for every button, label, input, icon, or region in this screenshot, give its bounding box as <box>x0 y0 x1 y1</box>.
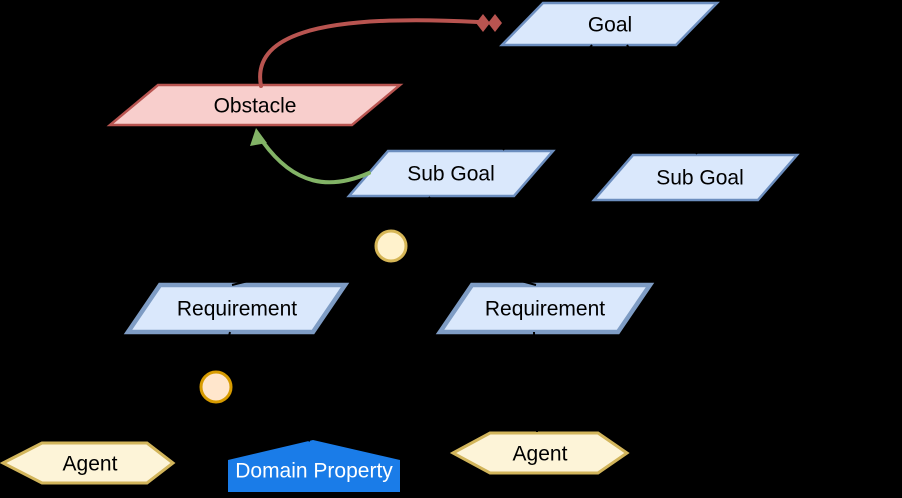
connector-junction-agent-left[interactable] <box>86 386 217 441</box>
agent-left-label: Agent <box>63 453 118 476</box>
goal-node[interactable] <box>499 1 720 47</box>
requirement-right-label: Requirement <box>485 298 605 321</box>
requirement-left-node[interactable] <box>123 282 350 335</box>
obstruction-diamond-head-1 <box>476 14 490 32</box>
obstruction-edge[interactable] <box>258 14 502 88</box>
subgoal-left-label: Sub Goal <box>407 163 495 186</box>
domain-property-label: Domain Property <box>235 460 393 483</box>
junction-circle-lower[interactable] <box>199 370 233 404</box>
obstacle-node[interactable] <box>106 83 404 127</box>
connector-requirement-agent-right[interactable] <box>533 331 538 433</box>
subgoal-right-label: Sub Goal <box>656 167 744 190</box>
agent-right-node[interactable] <box>449 431 630 475</box>
subgoal-right-node[interactable] <box>591 153 800 202</box>
resolution-edge[interactable] <box>250 128 371 185</box>
obstacle-label: Obstacle <box>214 95 297 118</box>
connector-junction-requirement-right[interactable] <box>390 245 537 286</box>
requirement-right-node[interactable] <box>435 282 655 335</box>
subgoal-left-node[interactable] <box>346 149 556 198</box>
resolution-arrow-head <box>250 128 267 146</box>
resolution-edge-path[interactable] <box>261 140 371 185</box>
goal-label: Goal <box>588 14 632 37</box>
connector-goal-subgoal-left[interactable] <box>502 44 593 151</box>
connector-junction-domain-property[interactable] <box>215 386 311 442</box>
connector-goal-subgoal-right[interactable] <box>626 44 698 155</box>
agent-right-label: Agent <box>513 443 568 466</box>
connector-junction-requirement-left[interactable] <box>231 245 392 286</box>
junction-circle-upper[interactable] <box>374 229 408 263</box>
agent-left-node[interactable] <box>0 441 176 485</box>
domain-property-node[interactable] <box>228 440 400 492</box>
obstruction-edge-path[interactable] <box>258 18 480 88</box>
requirement-left-label: Requirement <box>177 298 297 321</box>
obstruction-diamond-head-2 <box>488 14 502 32</box>
